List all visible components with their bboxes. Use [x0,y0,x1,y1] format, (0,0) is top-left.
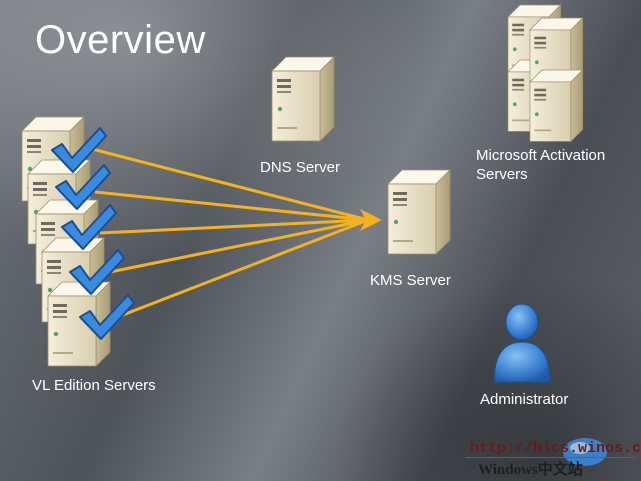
arrow-line-4 [104,218,369,275]
vl-edition-servers-label: VL Edition Servers [32,377,156,394]
arrow-line-2 [94,190,369,222]
page-title: Overview [35,18,206,62]
arrow-line-3 [99,218,369,235]
watermark-url: http://blcs.winos.cn [470,440,641,457]
microsoft-activation-label-line2: Servers [476,166,528,183]
watermark-logo [563,438,607,466]
arrow-icon [360,209,382,231]
server-icon [529,69,584,142]
microsoft-activation-label-line1: Microsoft Activation [476,147,606,164]
microsoft-activation-label: Microsoft Activation Servers [476,146,605,184]
kms-server-label: KMS Server [370,272,451,289]
watermark-underline [465,457,635,458]
activation-arrows [87,146,382,322]
microsoft-server-cluster [507,4,584,142]
watermark-site-name: Windows中文站 [478,462,583,478]
dns-server-icon [271,56,335,142]
dns-server-label: DNS Server [260,159,341,176]
person-icon [493,303,551,383]
administrator-label: Administrator [480,391,569,408]
arrow-line-5 [109,218,369,322]
kms-server-icon [387,169,451,255]
arrow-line-1 [87,146,369,222]
